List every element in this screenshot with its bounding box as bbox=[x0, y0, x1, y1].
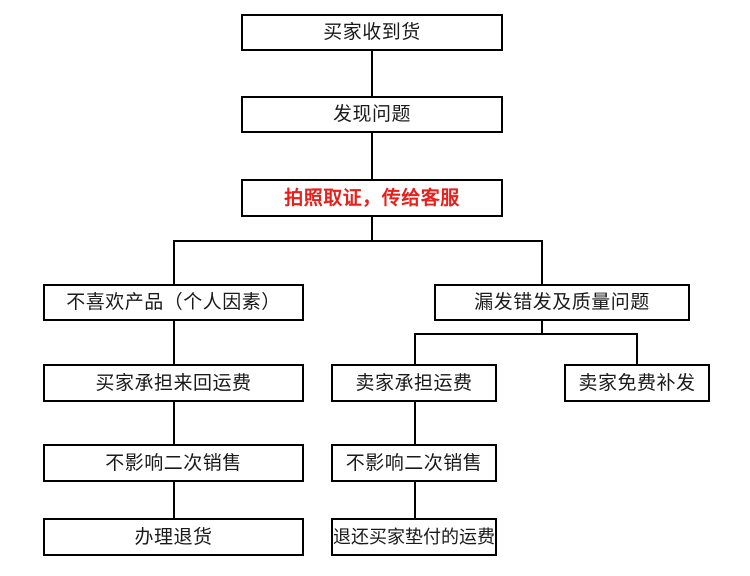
edge-split-right-drop bbox=[541, 240, 543, 284]
edge-split-bar-level2 bbox=[414, 333, 638, 335]
edge-split-bar-level1 bbox=[173, 240, 543, 242]
node-photo-evidence[interactable]: 拍照取证，传给客服 bbox=[241, 179, 503, 217]
edge-seller-pays-to-resale bbox=[414, 402, 416, 444]
edge-split-left-drop bbox=[173, 240, 175, 284]
edge-subsplit-right-drop bbox=[636, 333, 638, 364]
edge-resale-to-refund bbox=[414, 482, 416, 518]
node-process-return[interactable]: 办理退货 bbox=[43, 518, 304, 556]
node-no-impact-resale-left[interactable]: 不影响二次销售 bbox=[43, 444, 304, 482]
node-missing-wrong-quality[interactable]: 漏发错发及质量问题 bbox=[434, 284, 690, 321]
edge-receive-to-find bbox=[371, 51, 373, 96]
edge-dislike-to-buyer-pays bbox=[173, 321, 175, 364]
node-seller-pays-shipping[interactable]: 卖家承担运费 bbox=[331, 364, 497, 402]
edge-buyer-pays-to-resale bbox=[173, 402, 175, 444]
edge-subsplit-left-drop bbox=[414, 333, 416, 364]
edge-missing-stem bbox=[541, 321, 543, 334]
node-receive-goods[interactable]: 买家收到货 bbox=[241, 14, 503, 51]
node-dislike-product[interactable]: 不喜欢产品（个人因素） bbox=[43, 284, 304, 321]
edge-find-to-photo bbox=[371, 133, 373, 179]
node-no-impact-resale-right[interactable]: 不影响二次销售 bbox=[331, 444, 497, 482]
edge-photo-stem bbox=[371, 217, 373, 241]
edge-resale-to-return bbox=[173, 482, 175, 518]
node-find-problem[interactable]: 发现问题 bbox=[241, 96, 503, 133]
node-buyer-pays-round-trip[interactable]: 买家承担来回运费 bbox=[43, 364, 304, 402]
node-seller-free-reship[interactable]: 卖家免费补发 bbox=[564, 364, 710, 402]
node-refund-prepaid-shipping[interactable]: 退还买家垫付的运费 bbox=[331, 518, 497, 556]
